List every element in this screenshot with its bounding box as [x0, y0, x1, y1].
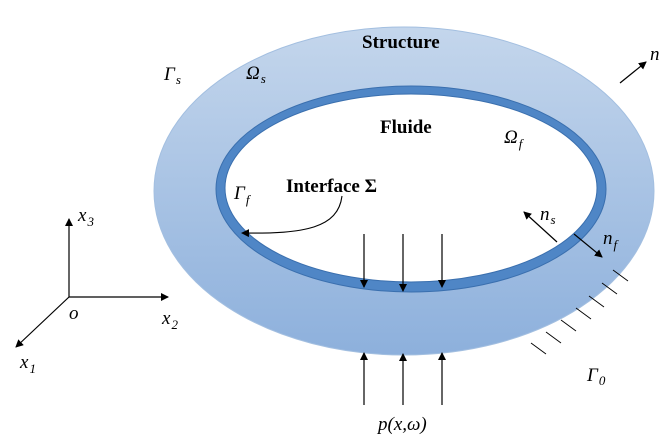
external-pressure-arrows	[360, 352, 446, 405]
coordinate-axes	[15, 218, 169, 348]
interface-pointer	[241, 195, 343, 238]
x3-label: x3	[77, 205, 94, 229]
origin-label: o	[69, 303, 79, 324]
omega-f-label: Ωf	[504, 127, 525, 151]
fluid-domain	[224, 93, 598, 283]
interface-label: Interface Σ	[286, 176, 377, 197]
pressure-label: p(x,ω)	[376, 414, 427, 435]
gamma-s-label: Γs	[163, 64, 181, 87]
boundary-hatch	[530, 269, 629, 355]
omega-s-label: Ωs	[246, 63, 266, 86]
ns-label: ns	[540, 204, 556, 227]
ns-arrow	[523, 211, 558, 243]
nf-arrow	[573, 233, 603, 258]
interface-load-arrows	[360, 234, 446, 292]
x1-label: x1	[19, 352, 36, 376]
n-label: n	[650, 44, 660, 65]
x2-label: x2	[161, 308, 178, 332]
nf-label: nf	[603, 228, 620, 252]
gamma-0-label: Γ0	[586, 365, 606, 388]
gamma-f-label: Γf	[233, 183, 252, 207]
structure-label: Structure	[362, 32, 440, 53]
fluid-label: Fluide	[380, 117, 432, 138]
outer-normal-arrow	[619, 61, 647, 84]
